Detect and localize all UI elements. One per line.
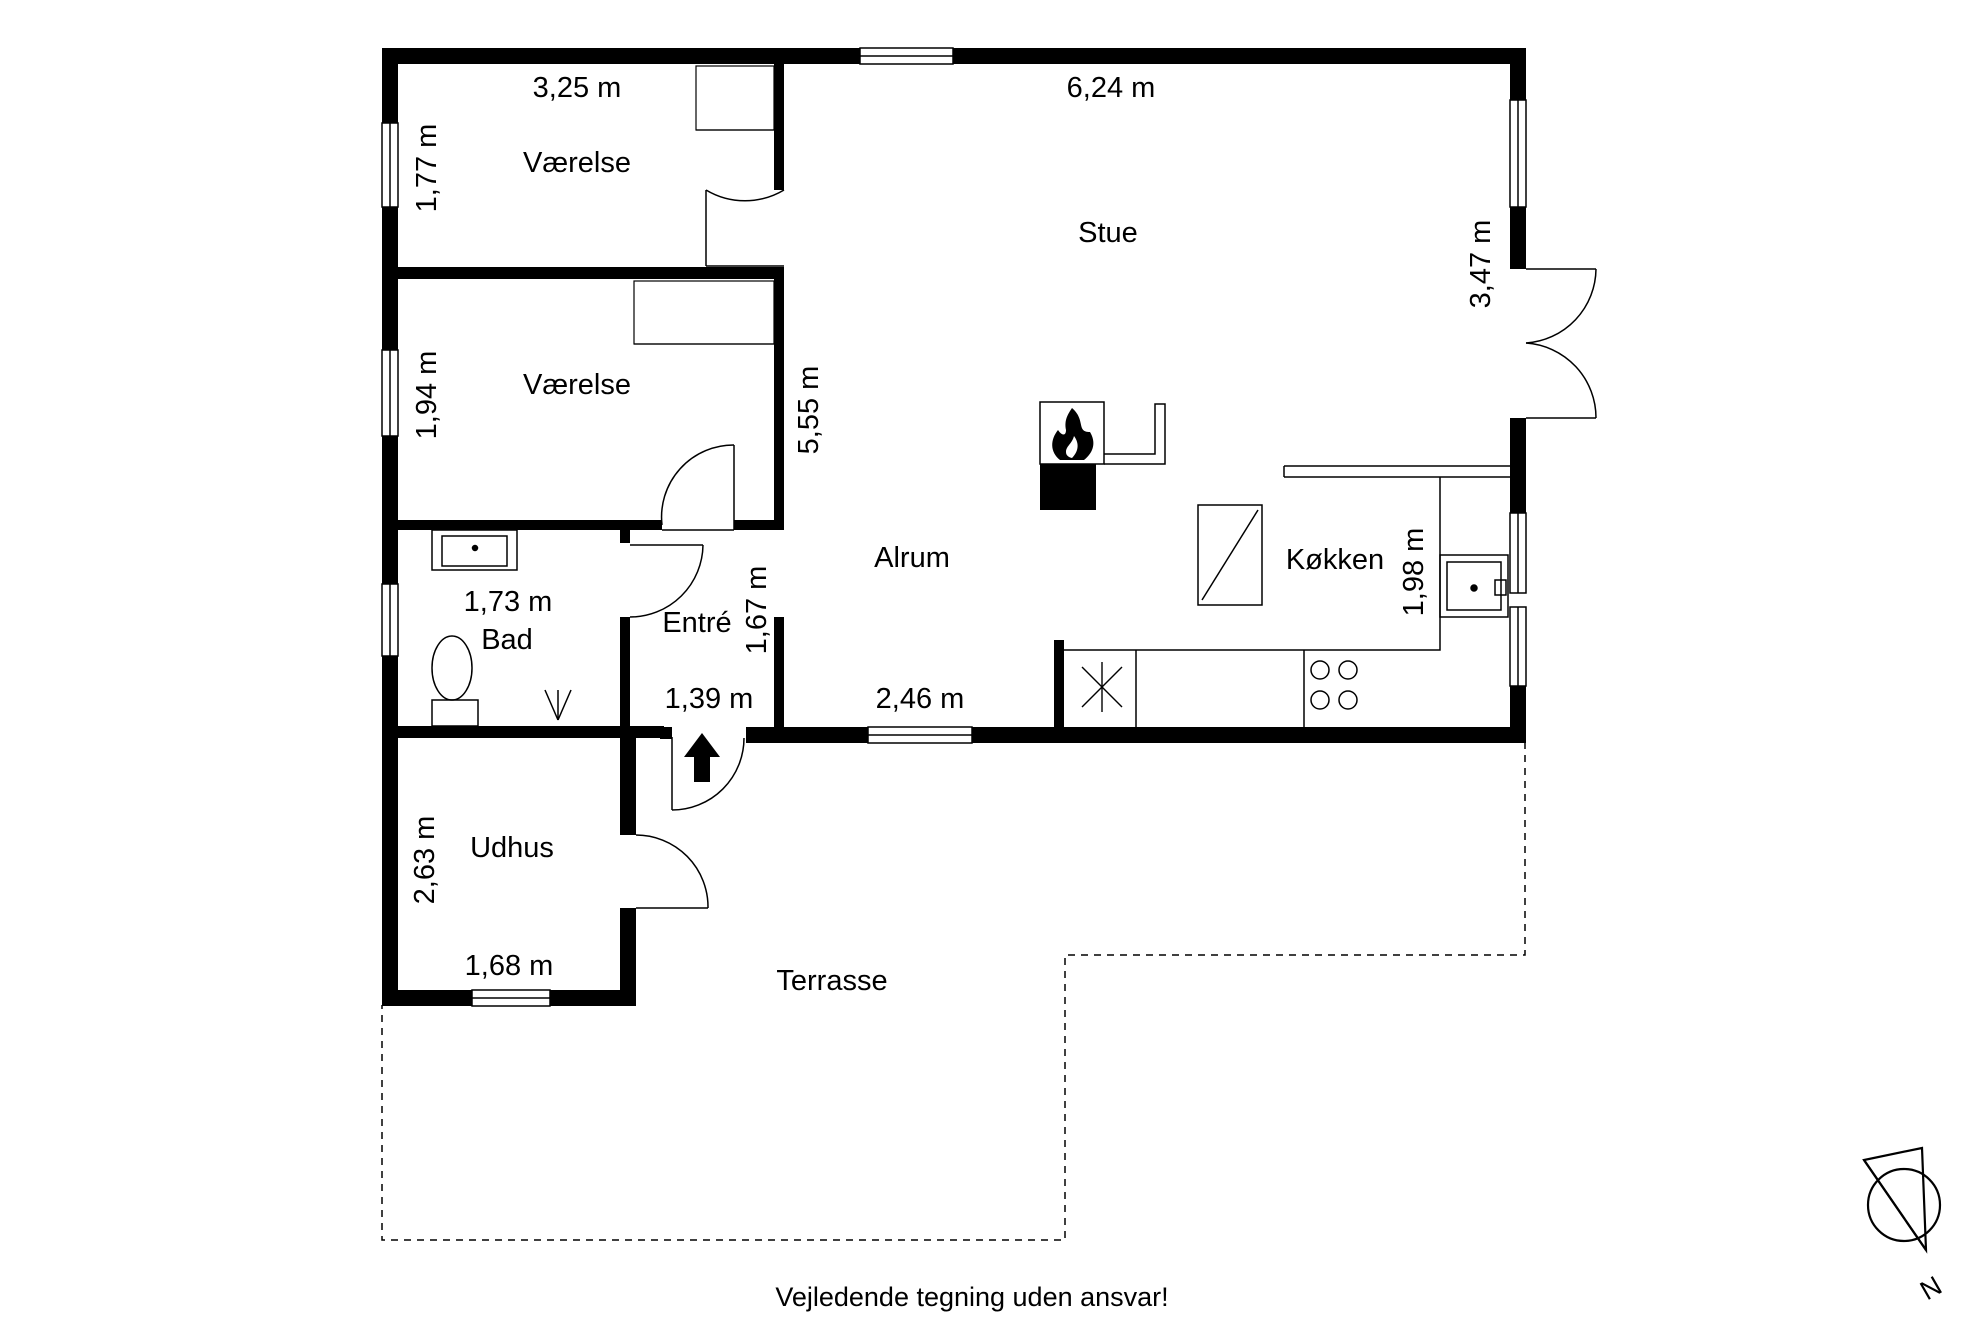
doors xyxy=(629,189,1597,909)
dimension-alrum-width: 2,46 m xyxy=(876,683,965,715)
windows xyxy=(381,47,1527,1007)
disclaimer-text: Vejledende tegning uden ansvar! xyxy=(775,1282,1168,1312)
dimension-v1-width: 3,25 m xyxy=(533,72,622,104)
entrance-arrow-icon xyxy=(684,733,720,782)
dimension-stue-depth: 3,47 m xyxy=(1465,220,1497,309)
fireplace xyxy=(1039,401,1166,510)
room-label-alrum: Alrum xyxy=(874,542,950,574)
kitchen-fixtures xyxy=(1064,465,1510,727)
dimension-udhus-width: 1,68 m xyxy=(465,950,554,982)
room-label-bad: Bad xyxy=(481,624,533,656)
wardrobes xyxy=(633,65,775,345)
dimension-koekken-depth: 1,98 m xyxy=(1398,528,1430,617)
room-label-vaerelse-1: Værelse xyxy=(523,147,631,179)
north-label: N xyxy=(1915,1270,1947,1306)
fire-icon xyxy=(1052,408,1094,460)
dimension-v2-depth: 1,94 m xyxy=(411,351,443,440)
room-label-koekken: Køkken xyxy=(1286,544,1384,576)
north-arrow-icon xyxy=(1862,1146,1942,1254)
room-label-entre: Entré xyxy=(662,607,731,639)
room-label-terrasse: Terrasse xyxy=(776,965,887,997)
dimension-bad-width: 1,73 m xyxy=(464,586,553,618)
bathroom-fixtures xyxy=(431,529,572,727)
dimension-entre-width: 1,39 m xyxy=(665,683,754,715)
walls xyxy=(382,48,1526,1006)
room-label-udhus: Udhus xyxy=(470,832,554,864)
room-label-vaerelse-2: Værelse xyxy=(523,369,631,401)
dimension-entre-depth: 1,67 m xyxy=(741,566,773,655)
room-label-stue: Stue xyxy=(1078,217,1138,249)
dimension-udhus-depth: 2,63 m xyxy=(409,816,441,905)
dimension-stue-width: 6,24 m xyxy=(1067,72,1156,104)
freezer-icon xyxy=(1081,662,1123,712)
terrace-outline xyxy=(381,742,1526,1241)
dimension-alrum-depth: 5,55 m xyxy=(793,366,825,455)
dimension-v1-depth: 1,77 m xyxy=(411,124,443,213)
